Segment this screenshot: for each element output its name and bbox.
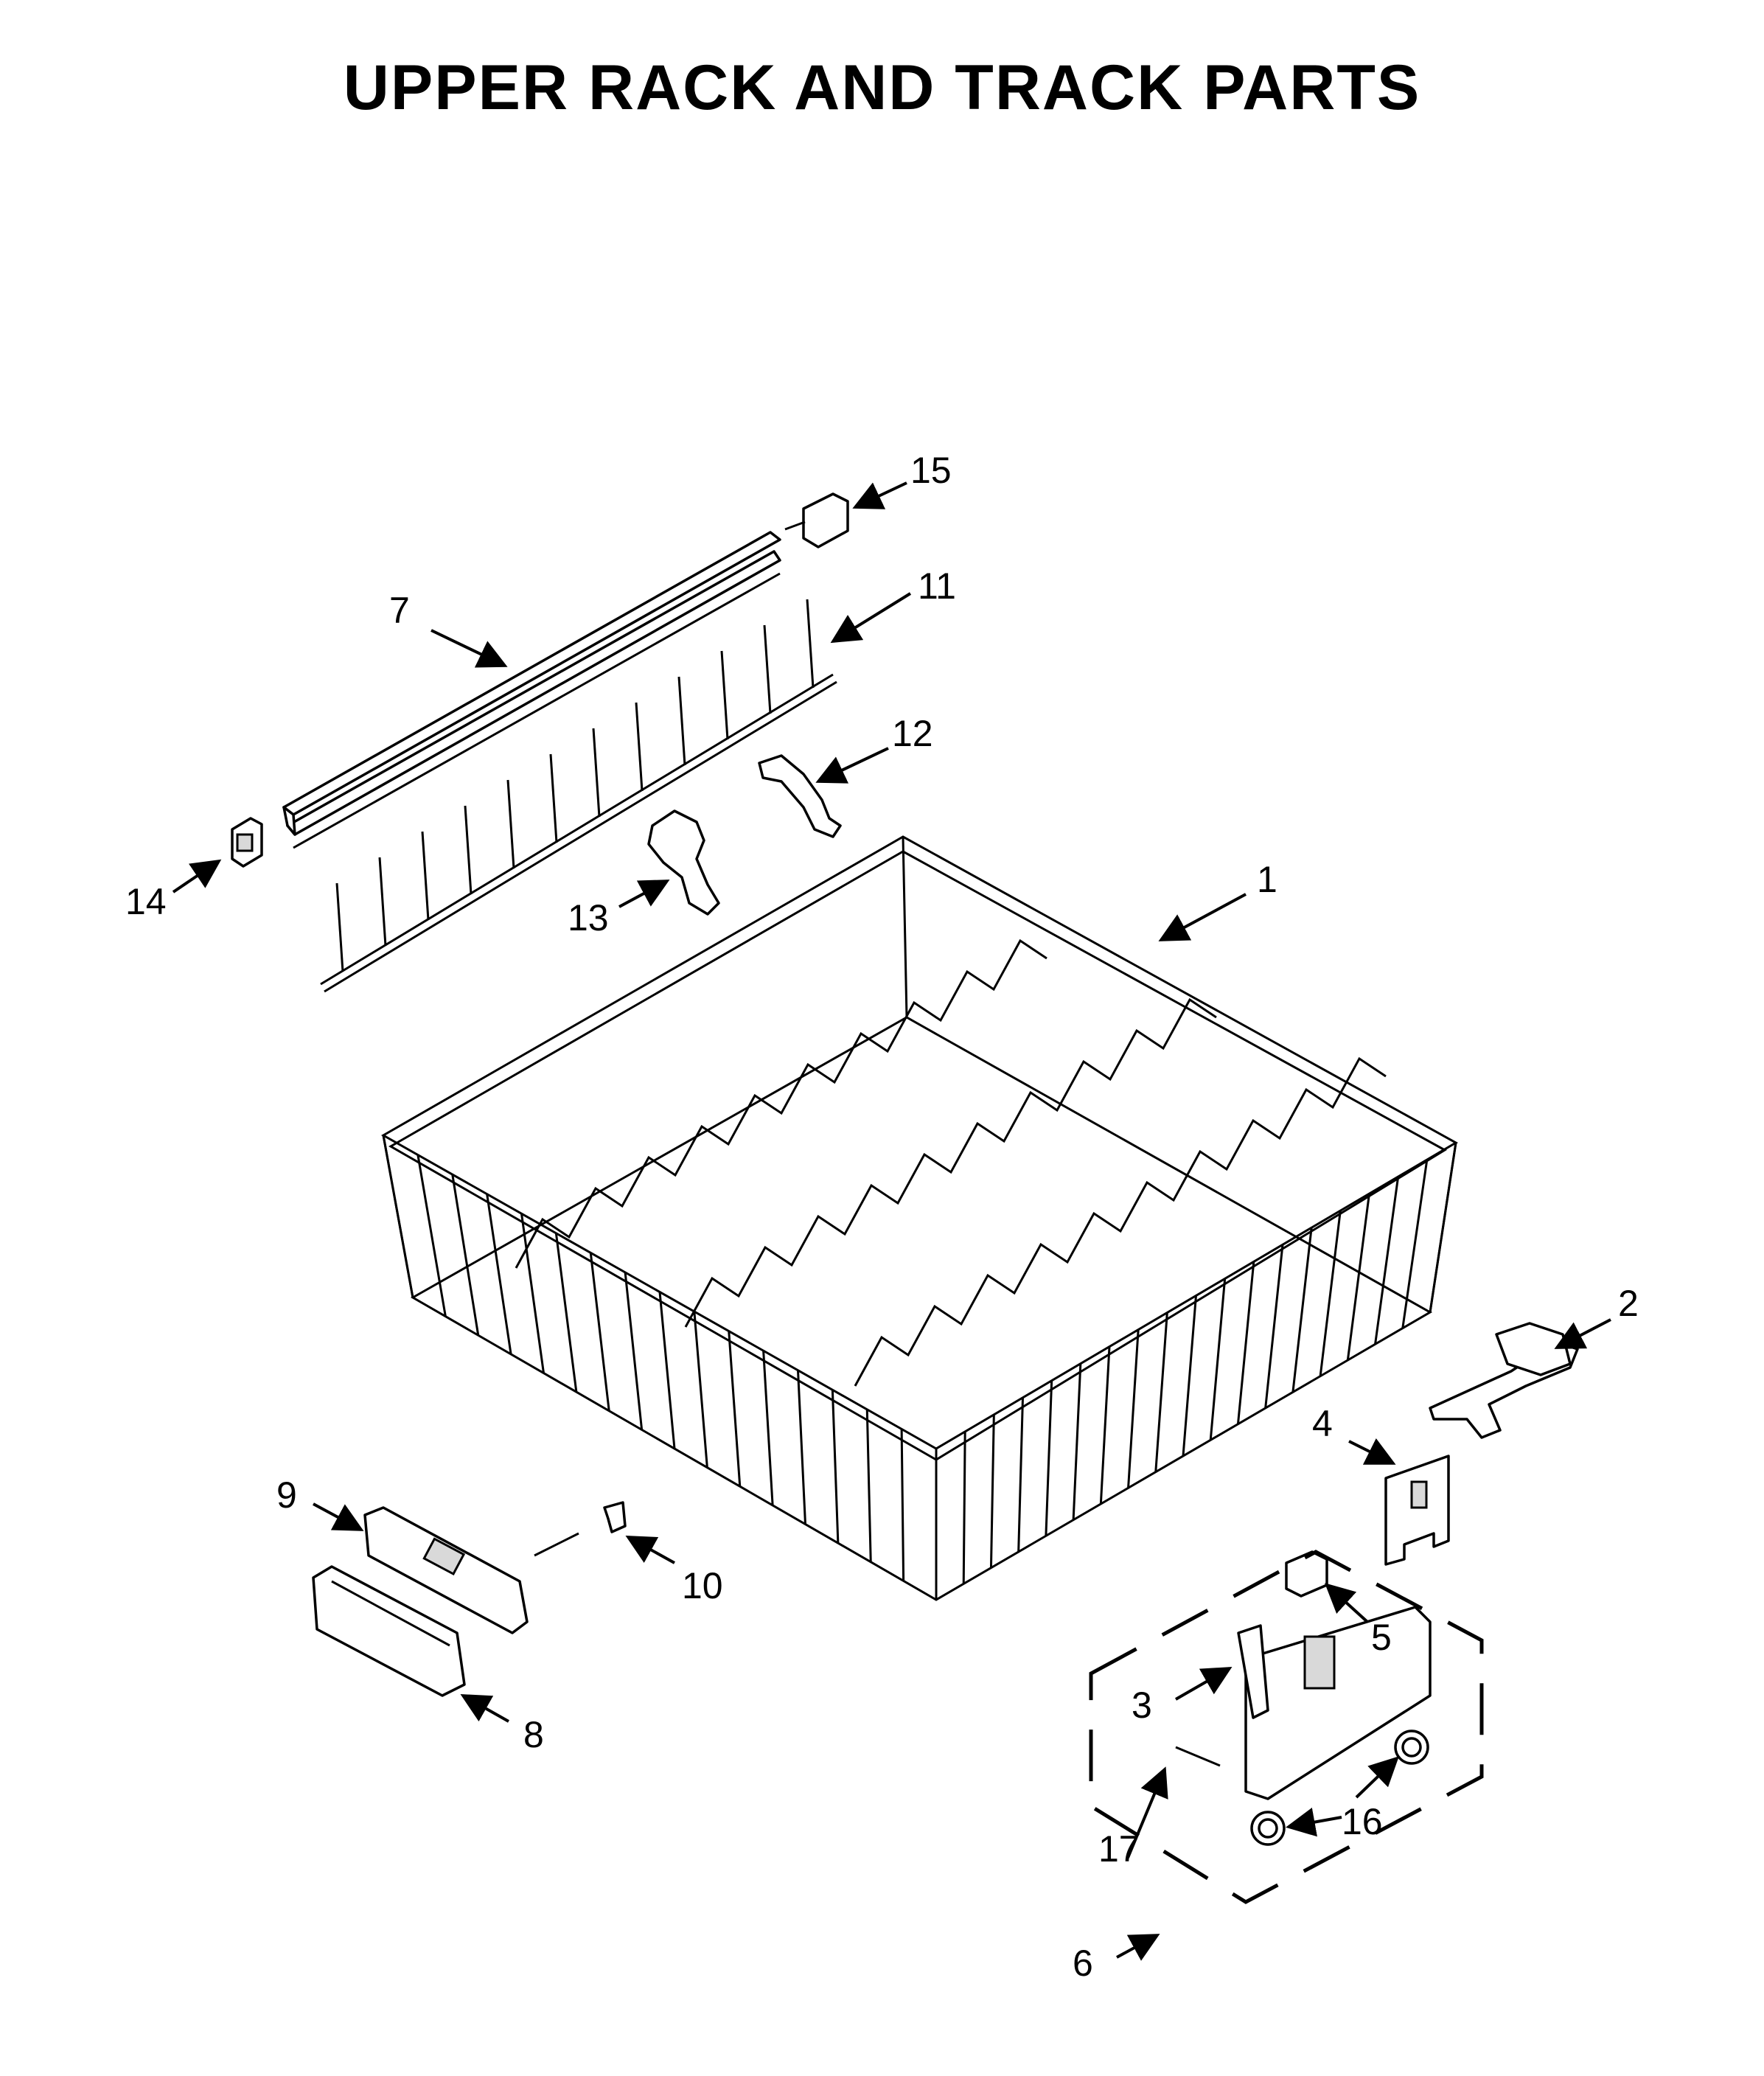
rack-wire (1264, 1244, 1284, 1409)
rack-wire (1127, 1329, 1140, 1488)
rack-wire (486, 1194, 512, 1355)
rack-wire (589, 1253, 610, 1411)
callout-labels: 15 7 11 12 14 13 1 2 4 9 10 8 5 3 17 16 … (125, 450, 1639, 1984)
tine (806, 599, 815, 689)
part-13-clip (647, 809, 720, 916)
callout-12: 12 (892, 713, 933, 754)
part-6-adjuster-assembly (1089, 1550, 1484, 1904)
tine (592, 728, 601, 818)
part-15-end-cap (784, 492, 849, 548)
rack-wave-row (684, 997, 1217, 1328)
rack-wire (728, 1331, 742, 1487)
part-9-handle-base (363, 1506, 529, 1634)
rack-wire (1182, 1295, 1197, 1457)
callout-2: 2 (1618, 1283, 1639, 1324)
rack-wire (831, 1390, 840, 1544)
tine (421, 831, 430, 921)
part-12-clip (758, 754, 842, 838)
rack-wire (1346, 1193, 1370, 1361)
rack-wave-row (854, 1056, 1387, 1387)
rack-wire (1291, 1227, 1313, 1393)
tine (635, 702, 644, 792)
callout-9: 9 (276, 1474, 297, 1516)
rack-wire (1045, 1380, 1053, 1536)
tine (677, 676, 686, 766)
rack-wave-row (515, 938, 1047, 1269)
rack-wire (989, 1414, 995, 1568)
tine (763, 624, 772, 714)
callout-14: 14 (125, 881, 167, 922)
rack-wire (451, 1174, 480, 1336)
callout-17: 17 (1098, 1828, 1140, 1870)
tine (549, 753, 558, 843)
callout-8: 8 (523, 1714, 544, 1755)
rack-wire (416, 1154, 447, 1317)
rack-wire (900, 1429, 905, 1581)
callout-5: 5 (1371, 1617, 1392, 1658)
rack-wire (1099, 1346, 1111, 1505)
callout-7: 7 (389, 590, 410, 631)
rack-wire (1401, 1159, 1429, 1328)
rack-wire (797, 1370, 806, 1525)
part-10-screw (534, 1501, 627, 1557)
tine (335, 882, 344, 972)
tine (378, 857, 387, 947)
callout-3: 3 (1132, 1685, 1152, 1726)
rack-wire (1209, 1278, 1227, 1441)
part-14-rail-stop (231, 817, 263, 868)
rack-wire (520, 1213, 545, 1373)
tine (720, 650, 729, 740)
leader-arrows (172, 481, 1611, 1961)
part-2-adjuster-lever (1429, 1322, 1579, 1439)
part-4-bracket (1384, 1455, 1450, 1566)
rack-wire (1072, 1363, 1082, 1520)
rack-wire (1017, 1397, 1024, 1553)
rack-wire (1374, 1176, 1400, 1345)
page-title: UPPER RACK AND TRACK PARTS (343, 52, 1421, 123)
callout-6: 6 (1073, 1943, 1093, 1984)
rack-wire (1319, 1211, 1342, 1376)
rack-wire (693, 1311, 708, 1468)
rack-wire (1154, 1312, 1168, 1472)
tine (506, 779, 515, 869)
rack-wire (865, 1409, 872, 1562)
callout-11: 11 (918, 565, 956, 607)
rack-wire (1236, 1261, 1255, 1424)
rack-wire (658, 1292, 676, 1449)
part-7-track-rail (282, 531, 781, 849)
callout-1: 1 (1257, 859, 1277, 900)
rack-wire (624, 1272, 644, 1430)
rack-wire (554, 1233, 578, 1393)
part-8-handle-cover (312, 1565, 466, 1697)
rack-wire (962, 1431, 966, 1584)
part-1-upper-rack (380, 835, 1459, 1601)
callout-15: 15 (910, 450, 952, 491)
callout-13: 13 (568, 897, 609, 938)
callout-16: 16 (1342, 1801, 1383, 1842)
part-11-tine-row (320, 599, 837, 993)
rack-wire (762, 1351, 774, 1505)
callout-10: 10 (682, 1565, 723, 1606)
callout-4: 4 (1312, 1403, 1333, 1444)
tine (464, 805, 473, 895)
